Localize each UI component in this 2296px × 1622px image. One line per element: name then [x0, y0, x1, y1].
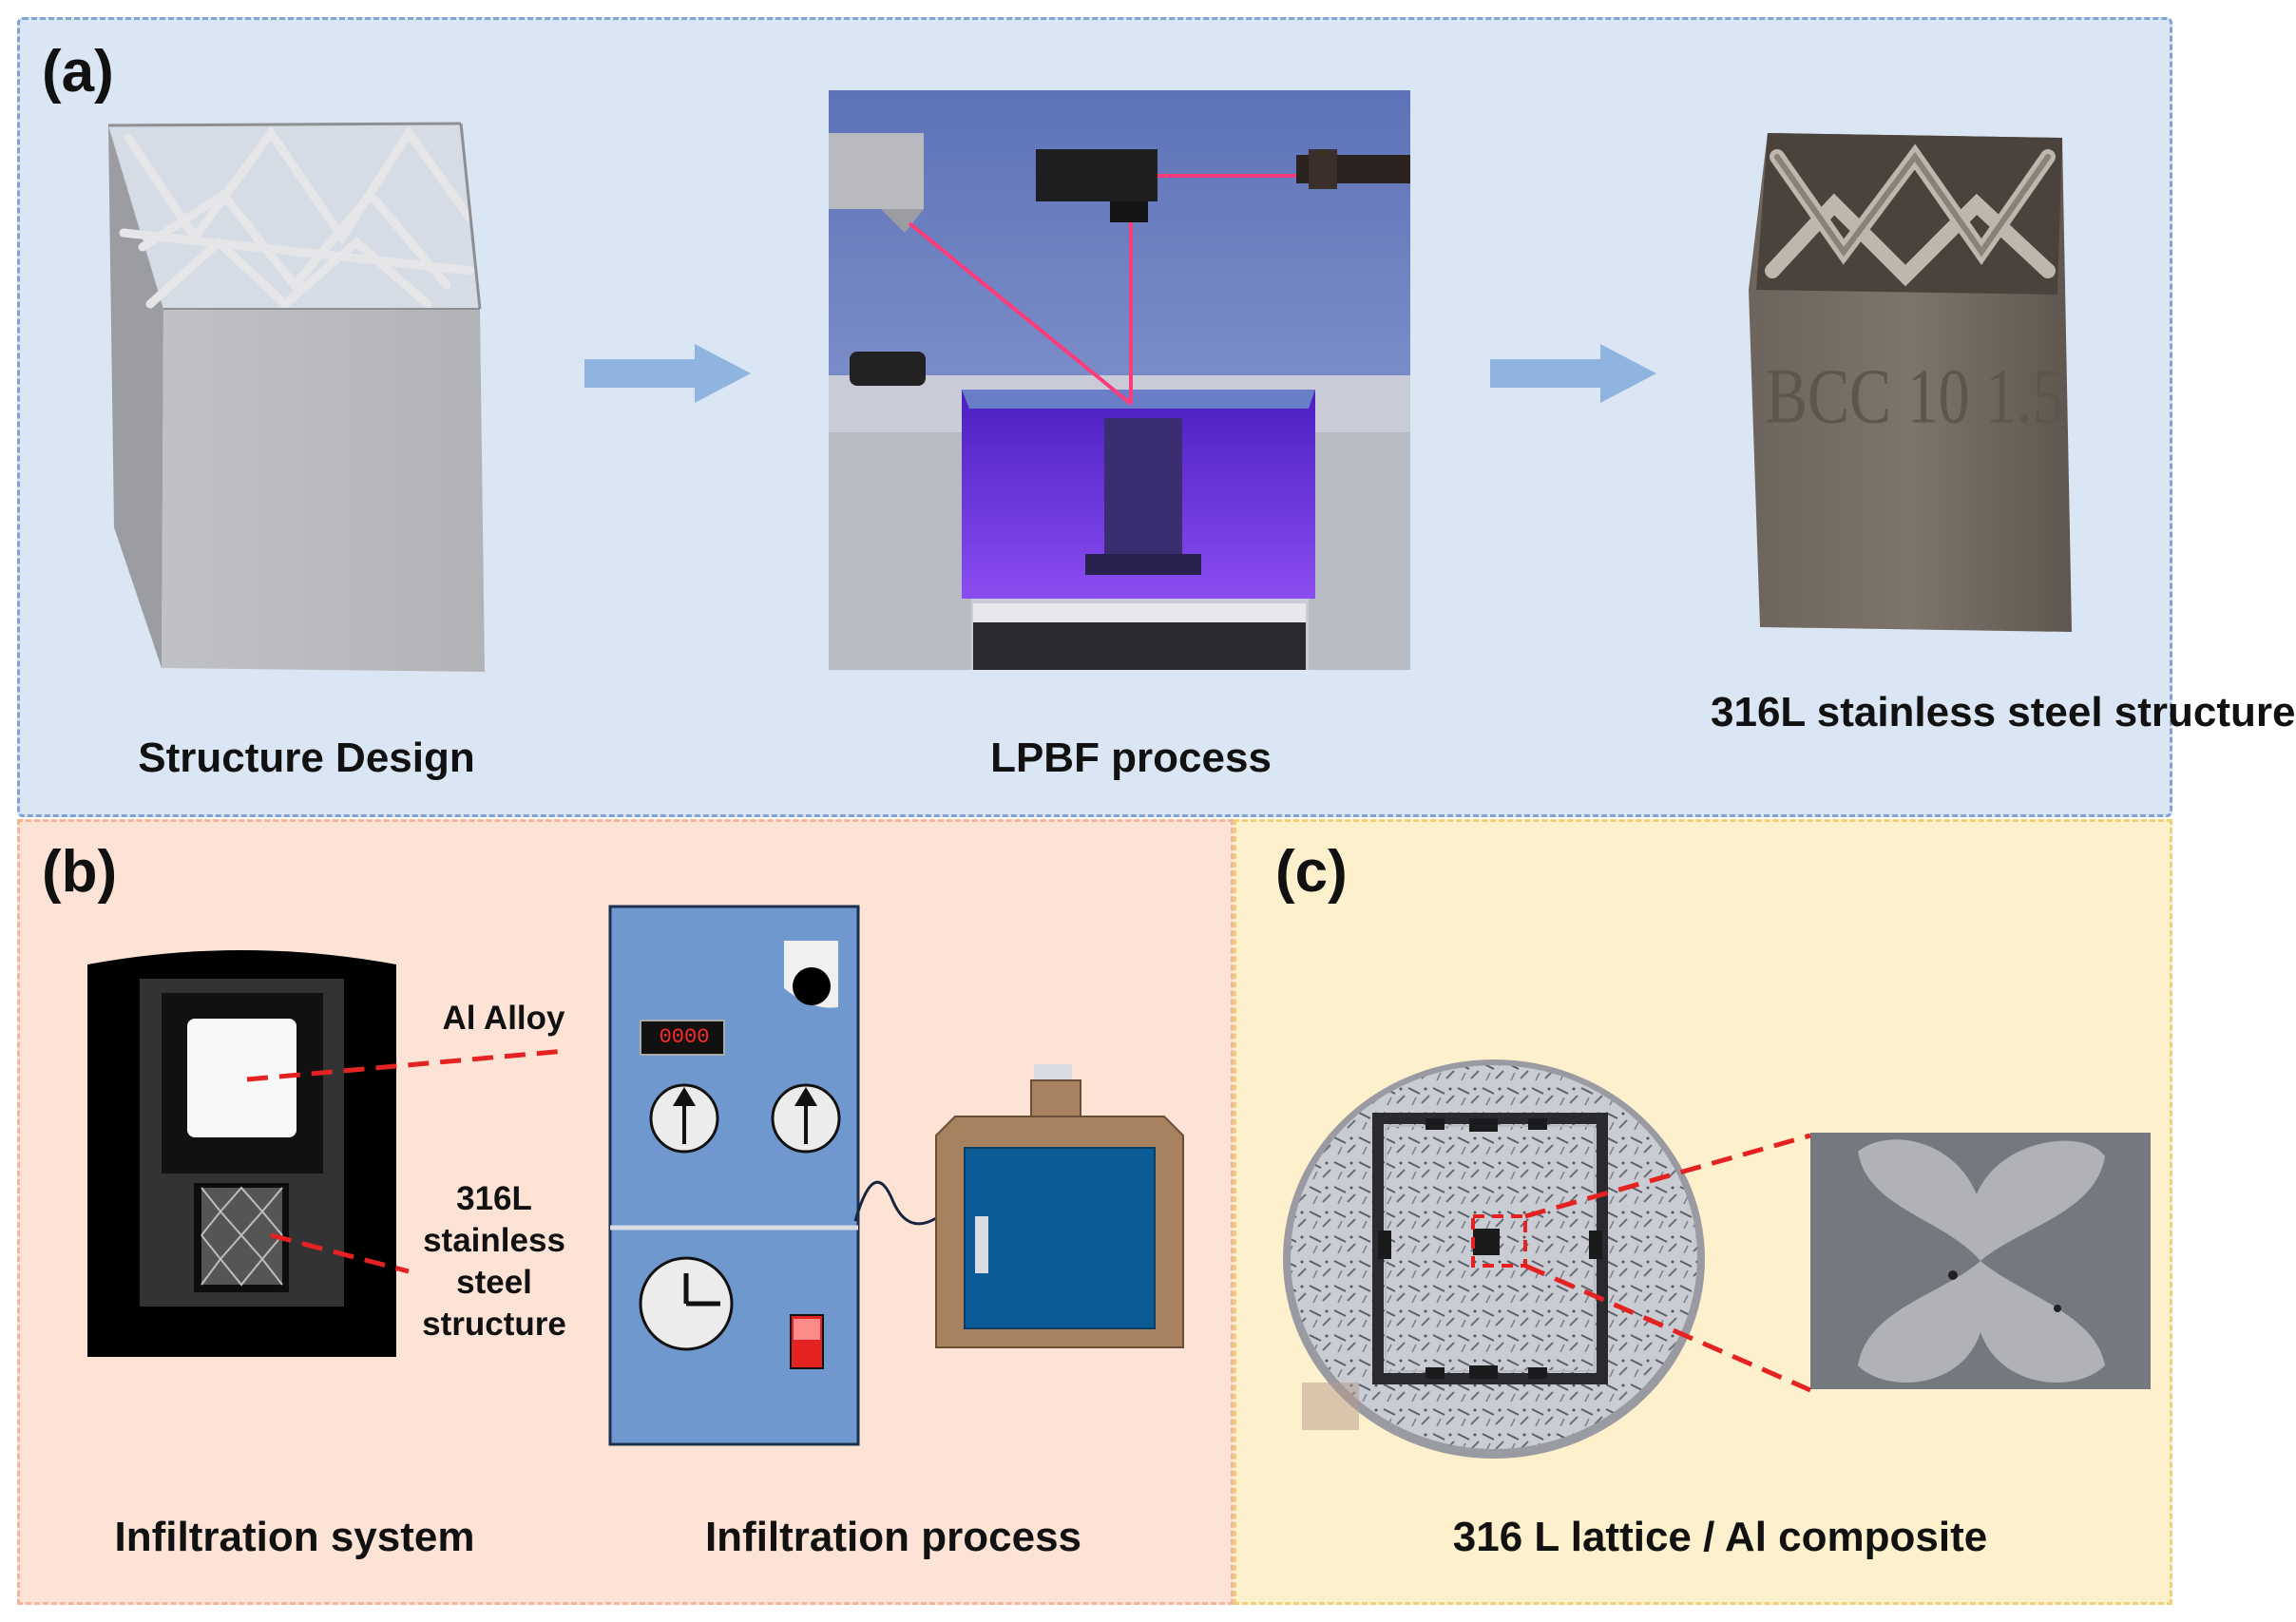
caption-composite: 316 L lattice / Al composite — [1452, 1514, 1988, 1560]
printed-steel-lattice-photo — [1749, 133, 2072, 632]
composite-cross-section-photo — [1283, 1059, 1705, 1459]
panel-c-tag: (c) — [1275, 839, 1348, 905]
caption-infiltration-process: Infiltration process — [704, 1514, 1082, 1560]
panel-b-tag: (b) — [42, 839, 118, 905]
infiltration-crucible — [87, 950, 396, 1357]
caption-infiltration-system: Infiltration system — [114, 1514, 475, 1560]
caption-structure-design: Structure Design — [138, 735, 475, 781]
arrow-lpbf-to-structure — [1490, 344, 1656, 403]
digital-display — [640, 1020, 725, 1056]
panel-a-tag: (a) — [42, 39, 114, 105]
caption-lpbf-process: LPBF process — [990, 735, 1272, 781]
magnified-micrograph — [1810, 1133, 2151, 1389]
cable — [853, 1180, 947, 1226]
digital-display-value: 0000 — [659, 1025, 710, 1049]
label-al-alloy: Al Alloy — [442, 1000, 565, 1037]
control-cabinet — [608, 905, 860, 1446]
arrow-design-to-lpbf — [584, 344, 751, 403]
cad-lattice-render — [107, 122, 485, 672]
callout-lines-c — [1471, 1133, 1812, 1393]
caption-steel-structure: 316L stainless steel structure — [1711, 689, 2296, 735]
label-steel-structure: 316L stainless steel structure — [422, 1180, 566, 1343]
engraved-sample-id: BCC 10 1.5 — [1766, 353, 2064, 440]
al-alloy-block — [187, 1019, 297, 1137]
lpbf-process-render — [829, 90, 1410, 670]
callout-lines-b — [246, 1048, 566, 1274]
furnace — [935, 1064, 1184, 1348]
furnace-door — [964, 1147, 1156, 1329]
